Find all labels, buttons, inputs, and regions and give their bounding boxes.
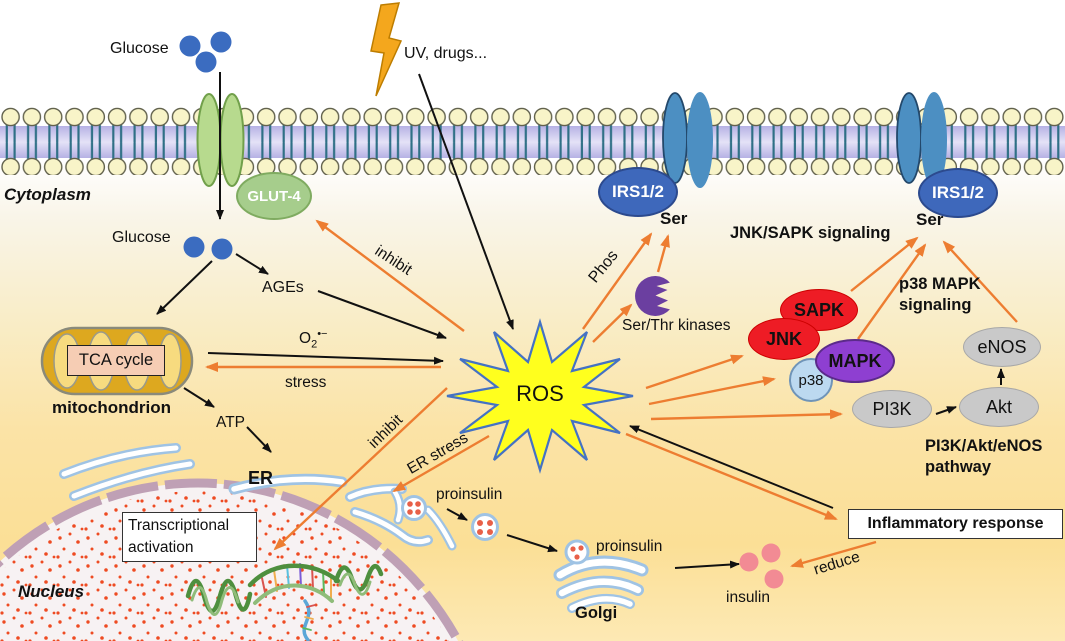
atp-label: ATP [216,414,245,431]
cytoplasm-label: Cytoplasm [4,185,91,204]
superoxide-sub: 2 [311,338,318,351]
node-glut4: GLUT-4 [236,172,312,220]
mitochondrion-label: mitochondrion [52,398,171,417]
golgi-label: Golgi [575,604,618,622]
proinsulin-vesicle-transit [471,513,499,541]
glut4-label: GLUT-4 [247,187,301,205]
ser-left-label: Ser [660,209,688,228]
node-irs12-right: IRS1/2 [918,168,998,218]
nucleus-label: Nucleus [18,582,85,601]
akt-label: Akt [985,396,1012,417]
lightning-bolt-icon [370,2,403,97]
jnk-label: JNK [765,328,802,349]
glucose-top-label: Glucose [110,40,169,57]
er-label: ER [248,468,274,488]
sapk-label: SAPK [793,299,844,320]
glucose-molecules-inner [183,236,233,260]
ser-thr-kinases-label: Ser/Thr kinases [622,317,731,334]
proinsulin-er-label: proinsulin [436,486,503,503]
insulin-molecules [739,543,784,589]
ser-thr-kinase-shape [635,276,670,316]
orange-arrows [205,219,1018,568]
receptor-channel-right [896,92,947,188]
glucose-molecules-top [179,31,232,73]
transcriptional-activation-box: Transcriptional activation [122,512,257,562]
node-pi3k: PI3K [852,390,932,428]
node-enos: eNOS [963,327,1041,367]
ser-right-label: Ser [916,210,944,229]
pi3k-label: PI3K [872,398,912,419]
uv-drugs-label: UV, drugs... [404,45,488,62]
black-arrows [156,72,1005,569]
node-sapk: SAPK [780,289,858,331]
nucleus-organelle [0,478,464,641]
pi3k-akt-enos-pathway-label: PI3K/Akt/eNOS pathway [925,437,1043,476]
transcriptional-line1: Transcriptional [128,517,230,534]
ages-label: AGEs [262,279,304,296]
node-akt: Akt [959,387,1039,427]
mapk-label: MAPK [828,350,882,371]
ros-starburst [446,318,634,474]
superoxide-sup: •− [317,328,328,340]
superoxide-base: O [299,330,312,348]
node-mapk: MAPK [815,339,895,383]
endoplasmic-reticulum [59,443,457,551]
irs12-right-label: IRS1/2 [932,183,984,202]
dna-strand [185,563,384,641]
node-jnk: JNK [748,318,820,360]
proinsulin-vesicle-er [401,495,427,521]
enos-label: eNOS [977,336,1027,357]
inflammatory-response-label: Inflammatory response [867,515,1044,532]
p38-label: p38 [798,371,824,389]
glucose-inner-label: Glucose [112,229,171,246]
receptor-channel-left [662,92,713,188]
ros-label: ROS [516,381,564,406]
plasma-membrane [0,105,1065,175]
node-irs12-left: IRS1/2 [598,167,678,217]
jnk-sapk-signaling-label: JNK/SAPK signaling [730,224,891,242]
insulin-label: insulin [726,589,770,606]
tca-cycle-label: TCA cycle [78,351,154,369]
transcriptional-line2: activation [128,538,194,556]
golgi-organelle [553,539,649,613]
inflammatory-response-box: Inflammatory response [848,509,1063,539]
p38-mapk-signaling-label: p38 MAPK signaling [899,275,981,314]
tca-cycle-box: TCA cycle [67,345,165,376]
stress-label: stress [285,374,327,391]
proinsulin-golgi-label: proinsulin [596,538,663,555]
superoxide-label: O2•− [299,328,327,350]
irs12-left-label: IRS1/2 [612,182,664,201]
